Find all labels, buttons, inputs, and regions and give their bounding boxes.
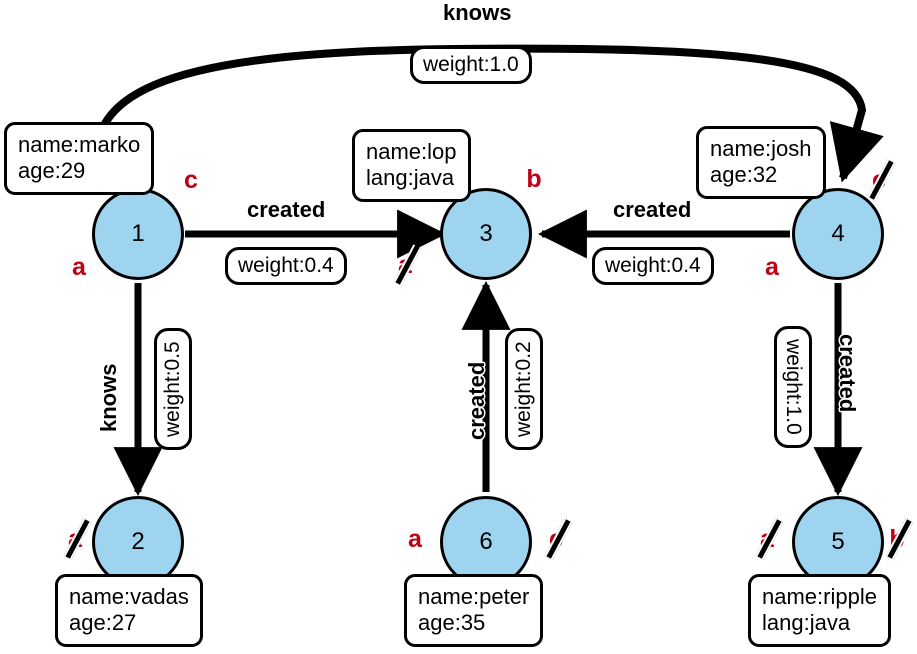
property-box-vertex-3[interactable]: name:lop lang:java bbox=[352, 129, 471, 202]
annotation-vertex-1-c[interactable]: c bbox=[176, 165, 206, 195]
edge-weight-6-3[interactable]: weight:0.2 bbox=[505, 328, 544, 450]
annotation-letter: c bbox=[184, 165, 198, 194]
vertex-6[interactable]: 6 bbox=[440, 496, 532, 588]
vertex-4[interactable]: 4 bbox=[792, 188, 884, 280]
vertex-6-label: 6 bbox=[479, 528, 493, 555]
annotation-letter: a bbox=[765, 252, 779, 281]
vertex-3-label: 3 bbox=[479, 220, 493, 247]
annotation-vertex-4-c[interactable]: c bbox=[864, 159, 896, 201]
edge-weight-4-5[interactable]: weight:1.0 bbox=[773, 326, 812, 448]
annotation-vertex-2-a[interactable]: a bbox=[60, 518, 92, 560]
property-name: name:lop bbox=[366, 139, 457, 164]
edge-label-4-3-created: created bbox=[613, 197, 692, 222]
edge-weight-1-4[interactable]: weight:1.0 bbox=[410, 46, 532, 85]
weight-value: weight:0.2 bbox=[512, 341, 535, 437]
vertex-3[interactable]: 3 bbox=[440, 188, 532, 280]
property-name: name:marko bbox=[18, 132, 141, 157]
annotation-vertex-1-a[interactable]: a bbox=[64, 252, 94, 282]
property-age: age:27 bbox=[69, 609, 137, 635]
property-box-vertex-4[interactable]: name:josh age:32 bbox=[696, 126, 826, 199]
property-name: name:ripple bbox=[762, 584, 877, 609]
vertex-2-label: 2 bbox=[131, 528, 145, 555]
vertex-1-label: 1 bbox=[131, 220, 145, 247]
property-box-vertex-2[interactable]: name:vadas age:27 bbox=[55, 574, 203, 647]
edge-label-1-2-knows: knows bbox=[96, 363, 121, 432]
property-age: age:35 bbox=[418, 609, 486, 635]
edge-label-1-4-knows: knows bbox=[443, 0, 512, 25]
edge-weight-1-2[interactable]: weight:0.5 bbox=[154, 328, 193, 450]
edge-label-1-3-created: created bbox=[247, 197, 326, 222]
annotation-vertex-3-a[interactable]: a bbox=[390, 244, 422, 286]
property-lang: lang:java bbox=[366, 164, 455, 190]
property-name: name:peter bbox=[418, 584, 530, 609]
annotation-letter: a bbox=[408, 524, 422, 553]
property-name: name:josh bbox=[710, 136, 812, 161]
property-box-vertex-6[interactable]: name:peter age:35 bbox=[404, 574, 544, 647]
weight-value: weight:0.4 bbox=[605, 254, 701, 277]
property-box-vertex-5[interactable]: name:ripple lang:java bbox=[748, 574, 891, 647]
edge-label-4-5-created: created bbox=[835, 334, 860, 413]
annotation-vertex-6-a[interactable]: a bbox=[400, 524, 430, 554]
weight-value: weight:0.4 bbox=[238, 254, 334, 277]
weight-value: weight:0.5 bbox=[161, 341, 184, 437]
weight-value: weight:1.0 bbox=[782, 339, 805, 435]
property-age: age:32 bbox=[710, 161, 778, 187]
edge-label-6-3-created: created bbox=[464, 361, 489, 440]
annotation-vertex-6-c[interactable]: c bbox=[541, 518, 573, 560]
vertex-5-label: 5 bbox=[831, 528, 845, 555]
annotation-vertex-5-b[interactable]: b bbox=[882, 518, 914, 560]
annotation-vertex-3-b[interactable]: b bbox=[519, 164, 549, 194]
property-name: name:vadas bbox=[69, 584, 189, 609]
vertex-1[interactable]: 1 bbox=[92, 188, 184, 280]
vertex-4-label: 4 bbox=[831, 220, 845, 247]
property-lang: lang:java bbox=[762, 609, 851, 635]
property-box-vertex-1[interactable]: name:marko age:29 bbox=[4, 122, 155, 195]
property-age: age:29 bbox=[18, 157, 86, 183]
annotation-letter: b bbox=[526, 164, 542, 193]
weight-value: weight:1.0 bbox=[423, 53, 519, 76]
annotation-vertex-5-a[interactable]: a bbox=[752, 518, 784, 560]
annotation-vertex-4-a[interactable]: a bbox=[757, 252, 787, 282]
edge-weight-4-3[interactable]: weight:0.4 bbox=[592, 247, 714, 286]
annotation-letter: a bbox=[72, 252, 86, 281]
edge-weight-1-3[interactable]: weight:0.4 bbox=[225, 247, 347, 286]
